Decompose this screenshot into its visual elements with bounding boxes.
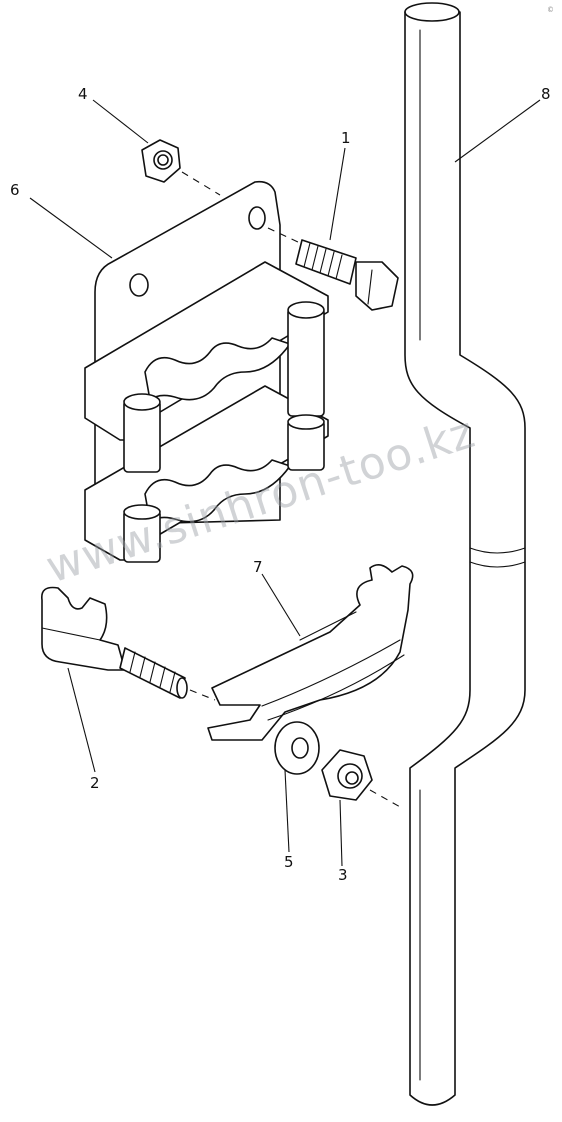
nut-part-3 (321, 749, 373, 801)
leader-lines (29, 99, 541, 867)
lever-part-7 (207, 564, 414, 741)
callout-5: 5 (284, 853, 294, 871)
callout-1: 1 (341, 129, 351, 147)
callout-2: 2 (90, 774, 100, 792)
nut-part-4 (141, 139, 181, 183)
bolt-part-1 (295, 239, 399, 311)
axis-line-hook-bolt (189, 689, 216, 701)
callout-6: 6 (10, 181, 20, 199)
axis-line-nut-4 (181, 171, 221, 196)
callout-7: 7 (253, 558, 263, 576)
hook-bolt-part-2 (41, 586, 188, 699)
bracket-part-6 (84, 180, 329, 563)
callout-8: 8 (541, 85, 551, 103)
axis-line-bolt-1 (267, 227, 299, 243)
washer-part-5 (274, 721, 320, 775)
callout-3: 3 (338, 866, 348, 884)
corner-mark: © (547, 6, 554, 14)
axis-line-nut-3 (369, 789, 403, 809)
rod-part-8 (404, 2, 526, 1106)
callout-4: 4 (78, 85, 88, 103)
